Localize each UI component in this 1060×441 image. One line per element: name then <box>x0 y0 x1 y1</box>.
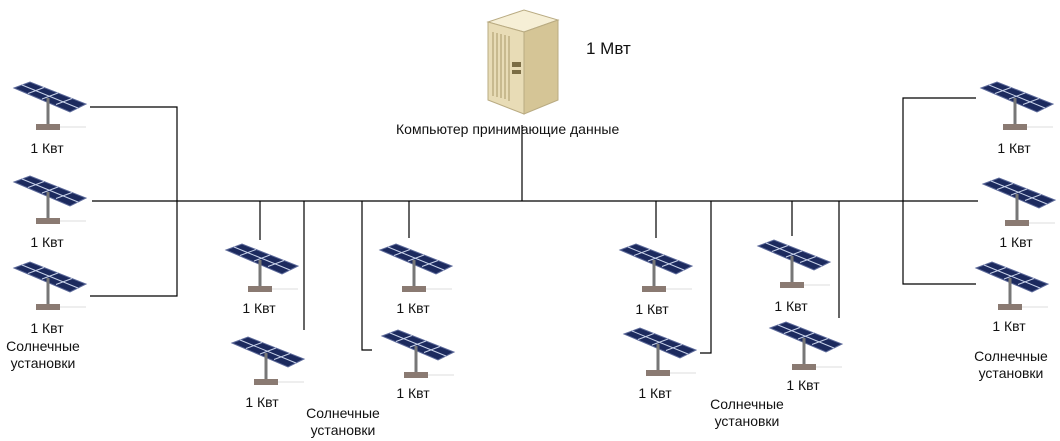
server <box>482 4 562 116</box>
panel-power-label: 1 Квт <box>638 385 672 401</box>
panel-power-label: 1 Квт <box>999 234 1033 250</box>
caption-line: Солнечные <box>974 348 1048 364</box>
server-power-label: 1 Мвт <box>586 39 631 58</box>
solar-panel-icon <box>8 78 88 136</box>
center-right-group-caption: Солнечные установки <box>702 396 792 430</box>
solar-panel-icon <box>8 172 88 230</box>
solar-panel-icon <box>977 174 1057 232</box>
solar-panel-icon <box>614 240 694 298</box>
solar-panel-icon <box>618 324 698 382</box>
solar-panel-icon <box>226 333 306 391</box>
server-caption: Компьютер принимающие данные <box>396 121 620 137</box>
caption-line: установки <box>310 422 376 438</box>
solar-panel-icon <box>975 78 1055 136</box>
solar-panel-icon <box>764 318 844 376</box>
panel-power-label: 1 Квт <box>992 318 1026 334</box>
solar-panel-icon <box>376 326 456 384</box>
server-icon <box>486 9 560 115</box>
left-group-caption: Солнечные установки <box>0 338 86 372</box>
solar-panel-icon <box>220 240 300 298</box>
caption-line: установки <box>714 413 780 429</box>
panel-power-label: 1 Квт <box>396 300 430 316</box>
caption-line: установки <box>10 355 76 371</box>
panel-power-label: 1 Квт <box>635 301 669 317</box>
caption-line: Солнечные <box>306 405 380 421</box>
solar-panel-icon <box>8 258 88 316</box>
caption-line: установки <box>978 365 1044 381</box>
solar-panel-icon <box>374 240 454 298</box>
panel-power-label: 1 Квт <box>245 394 279 410</box>
caption-line: Солнечные <box>710 396 784 412</box>
panel-power-label: 1 Квт <box>396 385 430 401</box>
panel-power-label: 1 Квт <box>786 377 820 393</box>
panel-power-label: 1 Квт <box>997 140 1031 156</box>
right-group-caption: Солнечные установки <box>966 348 1056 382</box>
panel-power-label: 1 Квт <box>774 298 808 314</box>
panel-power-label: 1 Квт <box>30 320 64 336</box>
center-left-group-caption: Солнечные установки <box>298 405 388 439</box>
panel-power-label: 1 Квт <box>30 234 64 250</box>
panel-power-label: 1 Квт <box>30 140 64 156</box>
solar-panel-icon <box>970 258 1050 316</box>
solar-panel-icon <box>752 236 832 294</box>
caption-line: Солнечные <box>6 338 80 354</box>
panel-power-label: 1 Квт <box>242 300 276 316</box>
